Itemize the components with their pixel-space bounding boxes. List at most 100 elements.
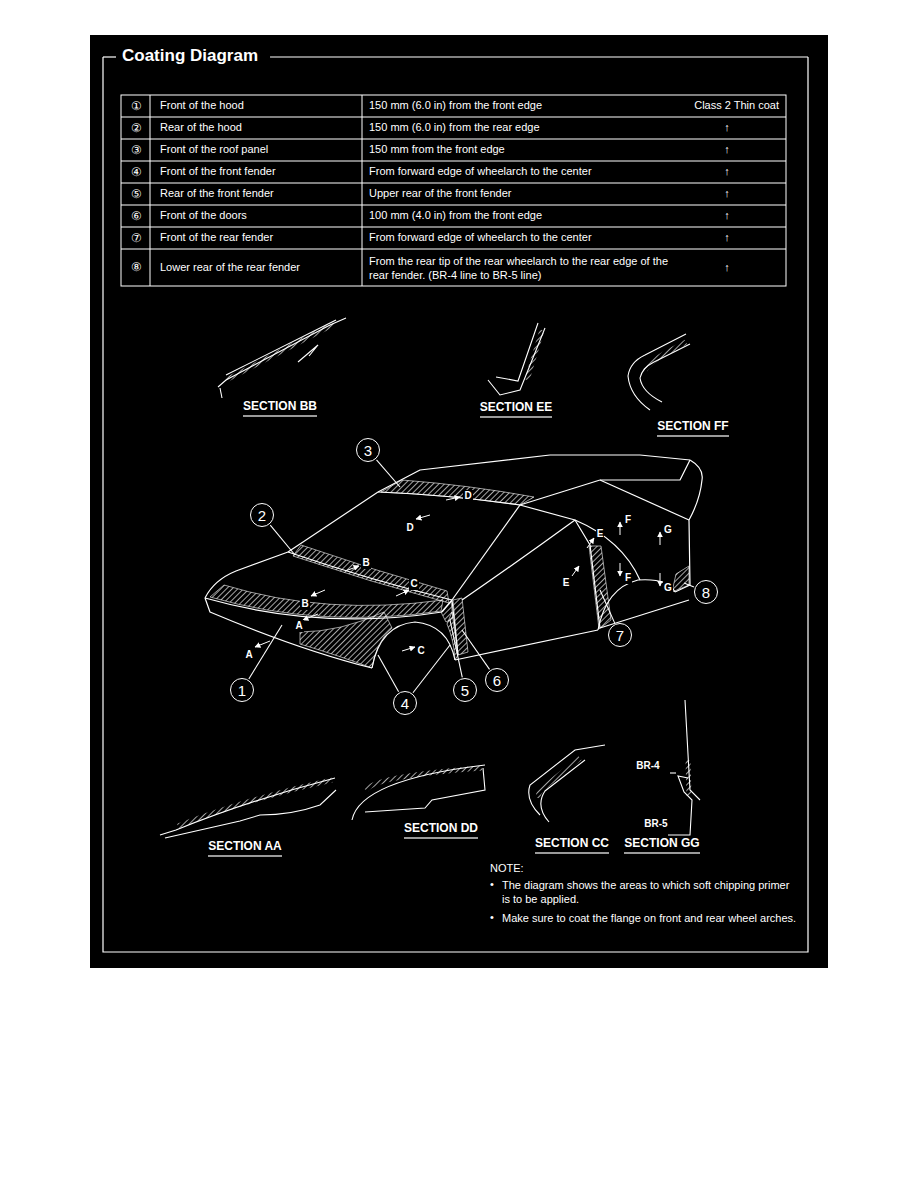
section-drawing: [365, 768, 485, 812]
section-letter: E: [596, 528, 605, 541]
row-number: ⑦: [131, 231, 142, 246]
coated-area: [300, 612, 392, 668]
callout-number: 3: [364, 443, 372, 458]
table-cell: Upper rear of the front fender: [369, 187, 511, 201]
section-letter: D: [463, 490, 472, 503]
section-letter: G: [663, 524, 673, 537]
coated-area: [381, 480, 534, 505]
frame-line: [103, 56, 116, 57]
table-cell: Front of the front fender: [160, 165, 276, 179]
callout-circle: 7: [608, 623, 632, 647]
car-body-outline: [288, 492, 378, 552]
section-drawing: [685, 700, 700, 800]
section-letter: E: [562, 577, 571, 590]
callout-circle: 4: [393, 691, 417, 715]
callout-circle: 1: [230, 678, 254, 702]
section-cut-arrow: [303, 614, 318, 620]
body-line-label: BR-5: [643, 818, 668, 831]
section-drawing: [165, 790, 336, 838]
section-drawing: [352, 765, 485, 820]
ditto-arrow: ↑: [724, 209, 730, 223]
bullet: •: [490, 878, 494, 892]
section-letter: D: [405, 522, 414, 535]
table-cell: Front of the roof panel: [160, 143, 268, 157]
section-letter: A: [294, 620, 303, 633]
section-letter: C: [409, 578, 418, 591]
section-letter: F: [624, 514, 632, 527]
table-cell: Front of the rear fender: [160, 231, 273, 245]
callout-number: 7: [616, 628, 624, 643]
table-grid: [121, 117, 786, 118]
table-grid: [121, 139, 786, 140]
section-title: SECTION GG: [624, 836, 699, 854]
note-text: The diagram shows the areas to which sof…: [502, 878, 798, 906]
table-grid: [121, 95, 786, 286]
car-body-outline: [600, 480, 689, 520]
section-title: SECTION BB: [243, 399, 317, 417]
car-body-outline: [455, 630, 598, 660]
leader-line: [450, 620, 462, 677]
section-title: SECTION DD: [404, 821, 478, 839]
section-cut-arrow: [660, 532, 661, 545]
section-title: SECTION FF: [657, 419, 728, 437]
car-body-outline: [520, 480, 600, 505]
leader-line: [462, 630, 490, 669]
bullet: •: [490, 911, 494, 925]
table-grid: [121, 205, 786, 206]
section-cut-arrow: [572, 566, 579, 576]
section-drawing: [160, 318, 700, 838]
row-number: ④: [131, 165, 142, 180]
section-drawing: [218, 318, 346, 387]
leader-line: [377, 460, 400, 487]
row-number: ③: [131, 143, 142, 158]
section-cut-arrow: [311, 590, 325, 596]
section-drawing: [226, 320, 336, 375]
section-drawing: [226, 324, 334, 380]
leader-line: [249, 625, 282, 679]
table-grid: [121, 183, 786, 184]
note-heading: NOTE:: [490, 862, 524, 876]
section-cut-arrow: [660, 573, 661, 586]
table-cell: Rear of the hood: [160, 121, 242, 135]
frame-line: [103, 57, 808, 952]
leader-line: [684, 583, 694, 587]
car-body-outline: [372, 622, 455, 668]
ditto-arrow: ↑: [724, 121, 730, 135]
section-drawing: [688, 760, 689, 796]
section-drawing: [645, 342, 686, 370]
car-body-outline: [205, 598, 372, 668]
section-letter: A: [244, 649, 253, 662]
callout-circle: 8: [694, 580, 718, 604]
table-grid: [121, 227, 786, 228]
section-drawing: [160, 778, 335, 835]
table-grid: [121, 161, 786, 162]
callout-number: 6: [493, 673, 501, 688]
ditto-arrow: ↑: [724, 143, 730, 157]
section-drawing: [527, 330, 542, 380]
section-drawing: [298, 345, 318, 362]
table-grid: [362, 95, 363, 286]
table-cell: 100 mm (4.0 in) from the front edge: [369, 209, 542, 223]
section-cut-arrow: [620, 522, 621, 535]
car-body-outline: [378, 455, 550, 492]
car-body-outline: [462, 520, 575, 600]
ditto-arrow: ↑: [724, 165, 730, 179]
coated-area: [672, 566, 689, 592]
callout-circle: 3: [356, 438, 380, 462]
section-title: SECTION CC: [535, 836, 609, 854]
car-body-outline: [452, 505, 520, 600]
callout-number: 4: [401, 696, 409, 711]
section-cut-arrow: [255, 497, 660, 651]
frame-line: [103, 57, 808, 952]
table-cell: From the rear tip of the rear wheelarch …: [369, 254, 669, 282]
table-cell: 150 mm from the front edge: [369, 143, 505, 157]
table-cell: From forward edge of wheelarch to the ce…: [369, 165, 592, 179]
table-grid: [121, 249, 786, 250]
ditto-arrow: ↑: [724, 231, 730, 245]
callout-number: 5: [461, 683, 469, 698]
diagram-title: Coating Diagram: [120, 45, 260, 66]
car-body-outline: [598, 580, 675, 630]
table-cell: Class 2 Thin coat: [694, 99, 779, 113]
frame-line: [270, 56, 808, 57]
